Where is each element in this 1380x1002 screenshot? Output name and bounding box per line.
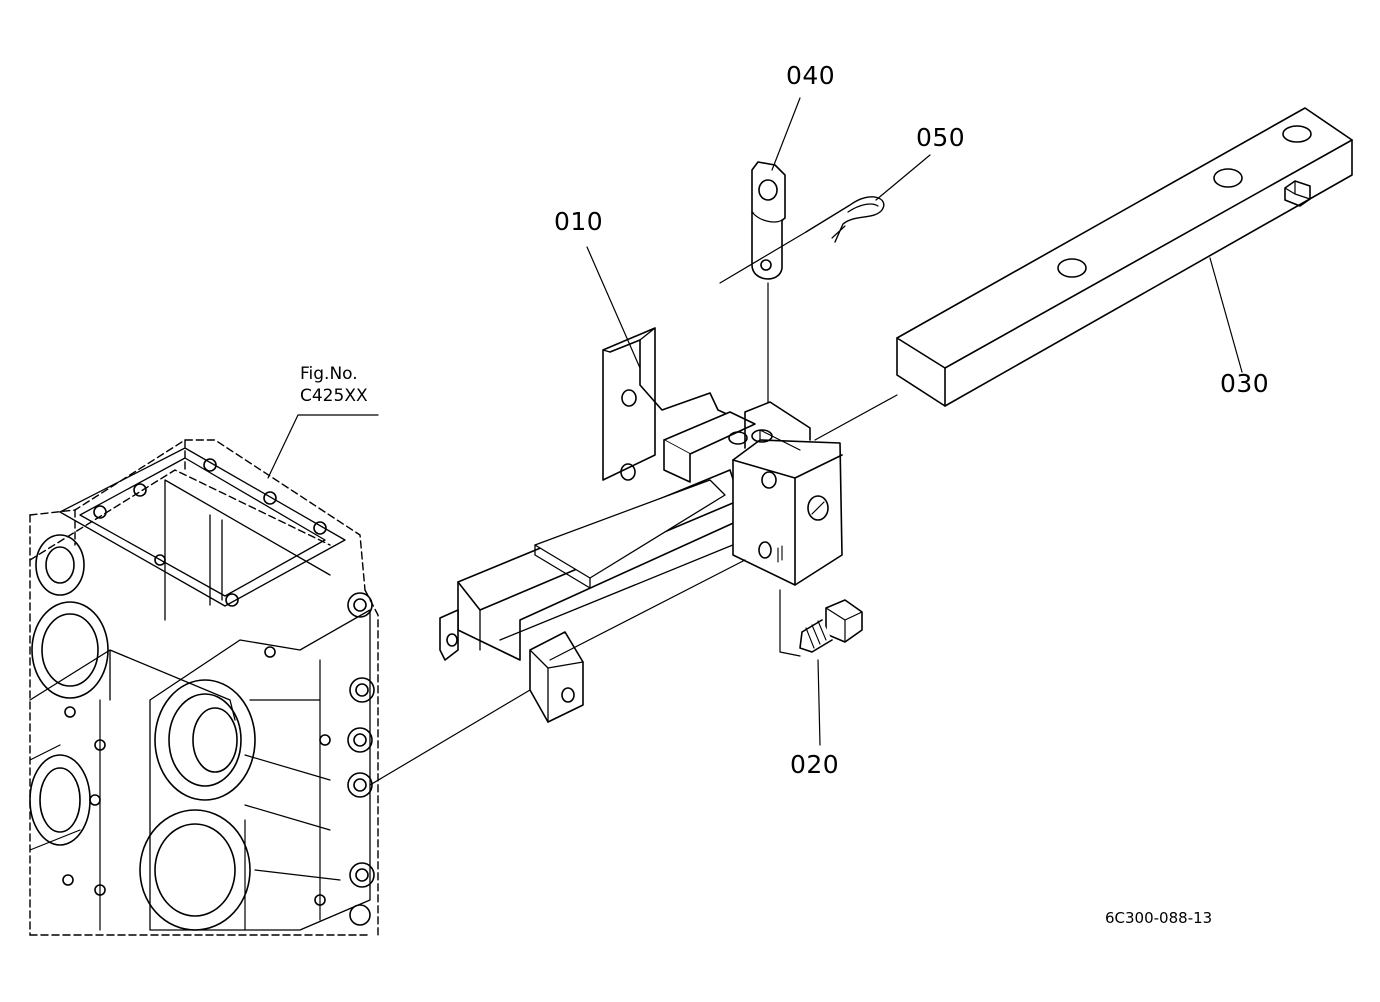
figure-reference-line2: C425XX — [300, 386, 368, 406]
drawbar-drawing — [897, 108, 1352, 406]
bolt-drawing — [800, 600, 862, 652]
figure-reference-line1: Fig.No. — [300, 364, 358, 384]
transmission-case-drawing — [30, 440, 378, 935]
part-label-040[interactable]: 040 — [786, 61, 836, 90]
part-label-010[interactable]: 010 — [554, 207, 604, 236]
part-label-020[interactable]: 020 — [790, 750, 840, 779]
assembly-lines — [370, 232, 897, 785]
figure-reference[interactable]: Fig.No. C425XX — [300, 363, 368, 407]
diagram-code: 6C300-088-13 — [1105, 909, 1213, 927]
part-label-050[interactable]: 050 — [916, 123, 966, 152]
bracket-drawing — [440, 328, 842, 722]
pin-drawing — [752, 162, 785, 279]
callout-leaders — [268, 98, 1242, 745]
part-label-030[interactable]: 030 — [1220, 369, 1270, 398]
r-clip-drawing — [806, 197, 884, 242]
